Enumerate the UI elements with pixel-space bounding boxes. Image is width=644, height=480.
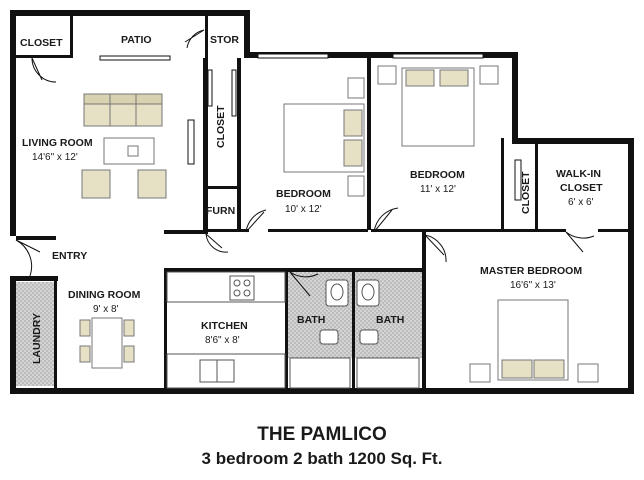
kitchen-size: 8'6" x 8' <box>205 335 240 346</box>
windows <box>99 53 484 61</box>
armchair <box>137 169 167 199</box>
bath-fixtures <box>289 279 420 389</box>
kitchen-label: KITCHEN <box>201 320 248 332</box>
bedroom3-furniture <box>377 65 499 147</box>
master-furniture <box>469 299 599 383</box>
stor-label: STOR <box>210 34 239 46</box>
bedroom3-label: BEDROOM <box>410 169 465 181</box>
master-size: 16'6" x 13' <box>510 280 556 291</box>
living-size: 14'6" x 12' <box>32 152 78 163</box>
bedroom2-label: BEDROOM <box>276 188 331 200</box>
dining-table <box>91 317 123 369</box>
closet-top-label: CLOSET <box>20 37 63 49</box>
bedroom3-size: 11' x 12' <box>420 184 456 195</box>
walkin-label-line2: CLOSET <box>560 182 603 194</box>
interior-walls <box>16 16 628 388</box>
armchair <box>81 169 111 199</box>
room-labels: CLOSET PATIO STOR CLOSET BEDROOM 10' x 1… <box>20 34 603 364</box>
plan-summary: 3 bedroom 2 bath 1200 Sq. Ft. <box>201 449 443 468</box>
floor-plan: CLOSET PATIO STOR CLOSET BEDROOM 10' x 1… <box>10 10 634 394</box>
bath1-label: BATH <box>297 314 325 326</box>
patio-label: PATIO <box>121 34 152 46</box>
kitchen-fixtures <box>166 271 286 389</box>
master-label: MASTER BEDROOM <box>480 265 582 277</box>
bedroom2-furniture <box>283 77 365 197</box>
doors <box>15 29 595 297</box>
entry-label: ENTRY <box>52 250 87 262</box>
laundry-label: LAUNDRY <box>31 313 43 364</box>
dining-size: 9' x 8' <box>93 304 119 315</box>
closet-right-label: CLOSET <box>520 171 532 214</box>
walkin-label-line1: WALK-IN <box>556 168 601 180</box>
outer-walls <box>10 10 634 394</box>
dining-label: DINING ROOM <box>68 289 141 301</box>
laundry-floor <box>16 282 54 386</box>
plan-title: THE PAMLICO <box>257 424 387 445</box>
living-label: LIVING ROOM <box>22 137 93 149</box>
walkin-size: 6' x 6' <box>568 197 594 208</box>
living-furniture <box>81 93 167 199</box>
bath2-label: BATH <box>376 314 404 326</box>
closet-doors <box>187 69 522 201</box>
closet-mid-label: CLOSET <box>215 105 227 148</box>
dining-furniture <box>79 317 135 369</box>
furn-label: FURN <box>206 205 235 217</box>
bedroom2-size: 10' x 12' <box>285 204 322 215</box>
